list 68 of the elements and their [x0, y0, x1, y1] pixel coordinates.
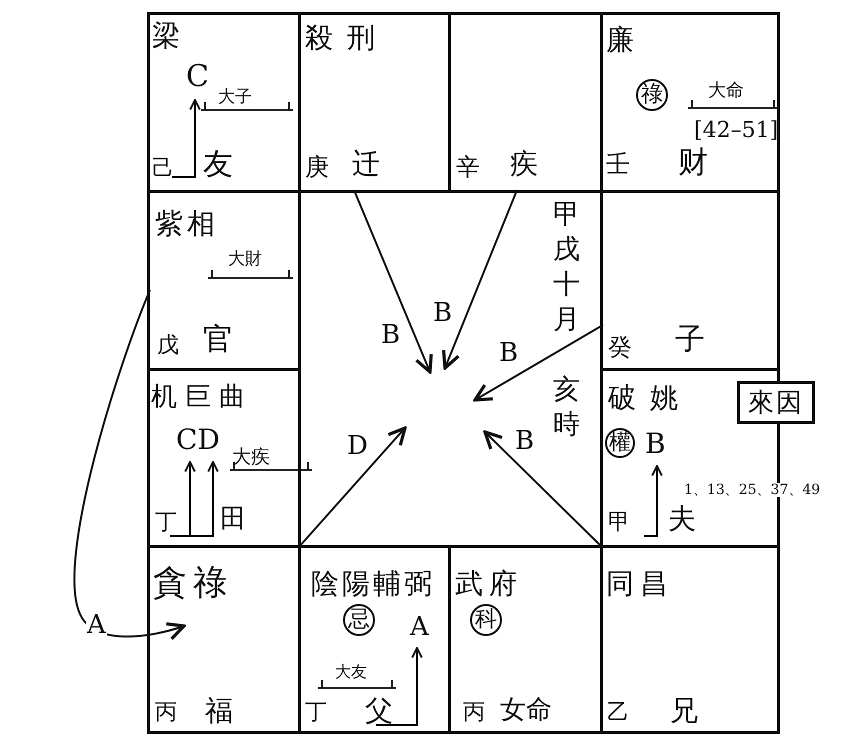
arrow — [442, 190, 518, 370]
stem-label: 甲 — [608, 512, 630, 534]
palace-name: 夫 — [668, 505, 696, 533]
arrow — [473, 324, 604, 402]
star-name: 梁 — [152, 22, 180, 50]
edge-label: A — [86, 612, 107, 638]
stem-label: 辛 — [456, 155, 480, 179]
stem-label: 丁 — [305, 702, 327, 724]
palace-cell — [147, 368, 301, 548]
arrow — [73, 290, 186, 640]
palace-cell — [448, 12, 603, 193]
palace-cell — [147, 190, 301, 371]
star-name: 殺刑 — [305, 24, 389, 52]
letter-label: C — [186, 62, 209, 92]
date-text: 亥時 — [553, 373, 580, 442]
stem-label: 丙 — [155, 702, 177, 724]
palace-name: 友 — [203, 150, 233, 180]
bracket-label: 大子 — [218, 89, 252, 106]
palace-name: 官 — [203, 325, 233, 355]
palace-name: 福 — [205, 697, 233, 725]
letter-label: CD — [176, 426, 220, 454]
star-name: 武府 — [455, 570, 523, 598]
bracket-label: 大疾 — [232, 448, 270, 467]
letter-label: A — [410, 614, 429, 640]
boxed-label: 來因 — [737, 381, 815, 424]
palace-name: 女命 — [500, 697, 552, 723]
palace-name: 父 — [365, 697, 393, 725]
stem-label: 壬 — [606, 152, 630, 176]
stem-label: 己 — [152, 158, 174, 180]
star-name: 陰陽輔弼 — [311, 570, 435, 598]
stem-label: 戊 — [157, 335, 179, 357]
star-name: 貪祿 — [153, 566, 233, 600]
palace-name: 田 — [220, 506, 246, 532]
star-name: 廉 — [606, 26, 634, 54]
star-name: 同昌 — [606, 570, 674, 598]
stem-label: 丙 — [463, 702, 485, 724]
circled-character: 權 — [605, 428, 635, 458]
bracket-label: 大友 — [335, 664, 367, 680]
palace-name: 迁 — [352, 150, 380, 178]
star-name: 紫相 — [155, 210, 219, 238]
bracket-label: 大命 — [708, 82, 744, 100]
palace-cell — [147, 12, 301, 193]
palace-name: 疾 — [510, 150, 538, 178]
palace-cell — [298, 545, 451, 734]
palace-cell — [600, 545, 780, 734]
palace-cell — [448, 545, 603, 734]
palace-name: 兄 — [670, 697, 698, 725]
age-list: 1、13、25、37、49 — [684, 483, 820, 497]
age-range: [42–51] — [694, 120, 778, 142]
star-name: 机巨曲 — [151, 384, 253, 410]
stem-label: 乙 — [607, 702, 629, 724]
palace-cell — [298, 12, 451, 193]
arrow — [353, 190, 433, 374]
palace-name: 财 — [678, 148, 708, 178]
bracket-label: 大財 — [228, 251, 262, 268]
circled-character: 科 — [470, 604, 502, 636]
palace-cell — [147, 545, 301, 734]
star-name: 破姚 — [608, 384, 692, 412]
circled-character: 忌 — [343, 604, 375, 636]
palace-cell — [600, 190, 780, 371]
palace-cell — [600, 12, 780, 193]
stem-label: 癸 — [608, 335, 632, 359]
stem-label: 庚 — [305, 155, 329, 179]
circled-character: 祿 — [636, 79, 668, 111]
date-text: 甲戌十月 — [553, 198, 580, 338]
stem-label: 丁 — [155, 512, 177, 534]
letter-label: B — [645, 430, 666, 458]
palace-name: 子 — [675, 325, 705, 355]
